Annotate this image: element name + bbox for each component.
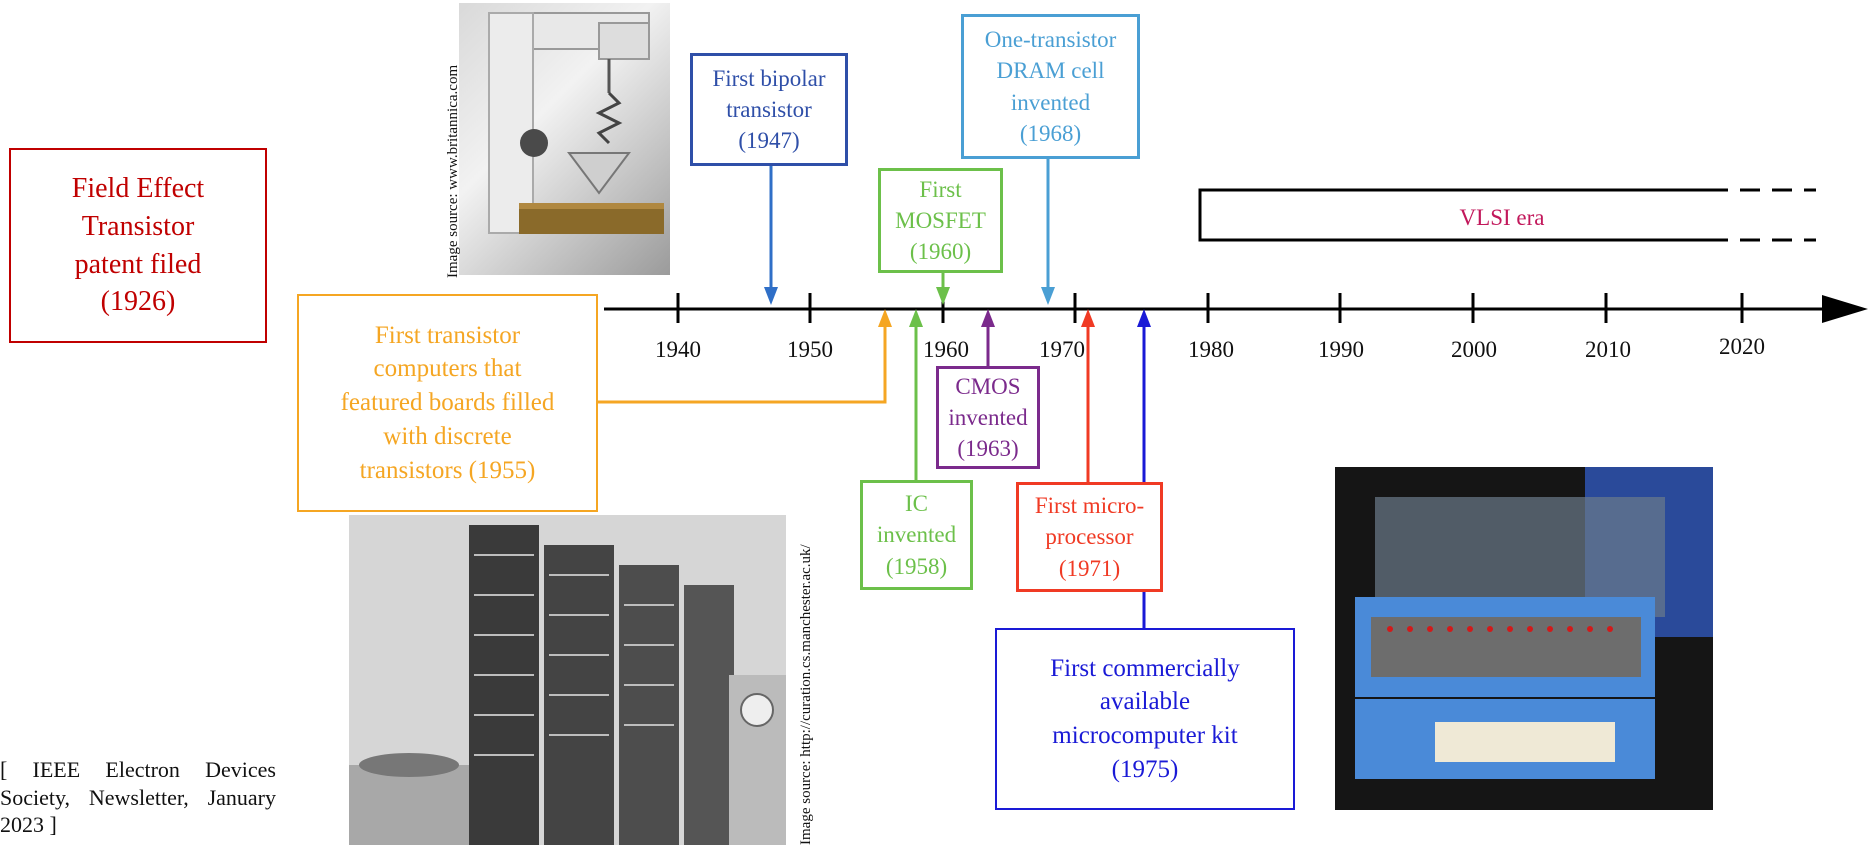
event-transistor-computers: First transistor computers that featured… xyxy=(297,294,598,512)
vlsi-era-label: VLSI era xyxy=(1460,205,1545,230)
altair-illustration xyxy=(1335,467,1713,810)
dram-connector xyxy=(1041,159,1055,305)
microprocessor-connector xyxy=(1081,309,1095,482)
tick-label-1980: 1980 xyxy=(1188,337,1234,362)
tick-label-1990: 1990 xyxy=(1318,337,1364,362)
tick-label-1960: 1960 xyxy=(923,337,969,362)
ic-connector xyxy=(909,309,923,480)
timeline-axis-arrowhead xyxy=(1822,295,1868,323)
tick-label-2000: 2000 xyxy=(1451,337,1497,362)
event-first-bipolar-transistor: First bipolar transistor (1947) xyxy=(690,53,848,166)
event-first-mosfet: First MOSFET (1960) xyxy=(878,168,1003,273)
event-dram-cell: One-transistor DRAM cell invented (1968) xyxy=(961,14,1140,159)
transistor-computers-connector xyxy=(598,309,892,404)
transistor-illustration xyxy=(488,12,664,234)
transistor-computer-photo xyxy=(349,515,786,845)
mosfet-connector xyxy=(936,272,950,305)
event-ic-invented: IC invented (1958) xyxy=(860,480,973,590)
vlsi-era-bracket xyxy=(1198,188,1816,242)
tick-label-1940: 1940 xyxy=(655,337,701,362)
point-contact-transistor-photo xyxy=(459,3,670,275)
timeline-ticks xyxy=(676,293,1744,323)
event-cmos-invented: CMOS invented (1963) xyxy=(936,366,1040,469)
event-first-microprocessor: First micro- processor (1971) xyxy=(1016,482,1163,592)
event-fet-patent: Field Effect Transistor patent filed (19… xyxy=(9,148,267,343)
microcomputer-kit-photo xyxy=(1335,467,1713,810)
tick-labels: 1940 1950 1960 1970 1980 1990 2000 2010 … xyxy=(655,334,1765,362)
computer-racks-illustration xyxy=(349,515,786,845)
tick-label-1950: 1950 xyxy=(787,337,833,362)
event-first-microcomputer-kit: First commercially available microcomput… xyxy=(995,628,1295,810)
bipolar-connector xyxy=(764,165,778,305)
tick-label-2020: 2020 xyxy=(1719,334,1765,359)
bottom-image-credit: Image source: http://curation.cs.manches… xyxy=(798,544,814,845)
top-image-credit: Image source: www.britannica.com xyxy=(445,64,461,278)
tick-label-1970: 1970 xyxy=(1039,337,1085,362)
tick-label-2010: 2010 xyxy=(1585,337,1631,362)
reference-citation: [ IEEE Electron Devices Society, Newslet… xyxy=(0,757,276,837)
cmos-connector xyxy=(981,309,995,366)
